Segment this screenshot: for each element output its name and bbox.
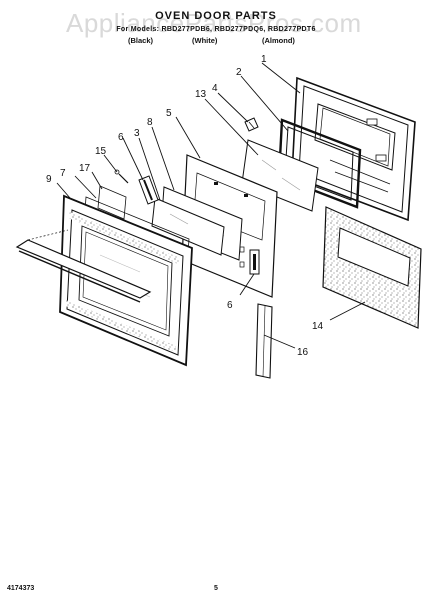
callout-1: 1: [261, 54, 267, 65]
footer-page-number: 5: [214, 585, 218, 592]
part-16-gasket: [255, 303, 273, 379]
callout-9: 9: [46, 174, 52, 185]
watermark: AppliancePartsPros.com: [66, 8, 362, 38]
callout-7: 7: [60, 168, 66, 179]
callout-8: 8: [147, 117, 153, 128]
part-14-insulation: [322, 206, 422, 329]
models-line: For Models: RBD277PDB6, RBD277PDQ6, RBD2…: [116, 26, 316, 33]
leader-lines: [56, 62, 366, 349]
color-almond: (Almond): [262, 36, 295, 45]
callout-2: 2: [236, 67, 242, 78]
callout-15: 15: [95, 146, 107, 157]
part-9-outer-door: [59, 194, 193, 367]
footer-part-number: 4174373: [7, 585, 35, 592]
callout-17: 17: [79, 163, 91, 174]
door-handle: [15, 229, 152, 303]
callout-14: 14: [312, 321, 324, 332]
part-13-glass: [241, 139, 319, 212]
part-3-glass: [151, 197, 225, 256]
color-black: (Black): [128, 36, 154, 45]
callout-4: 4: [212, 83, 218, 94]
callout-16: 16: [297, 347, 309, 358]
callout-6b: 6: [227, 300, 233, 311]
callout-5: 5: [166, 108, 172, 119]
part-1-inner-liner: [291, 76, 416, 222]
callout-6: 6: [118, 132, 124, 143]
page-title: OVEN DOOR PARTS: [155, 10, 277, 22]
callout-13: 13: [195, 89, 207, 100]
callout-numbers: 1 2 4 13 5 8 3 6 15 7 17 9 6 14 16: [46, 54, 324, 358]
callout-3: 3: [134, 128, 140, 139]
part-4-clip: [244, 117, 259, 132]
part-6-hinge-left: [138, 175, 159, 205]
color-white: (White): [192, 36, 218, 45]
